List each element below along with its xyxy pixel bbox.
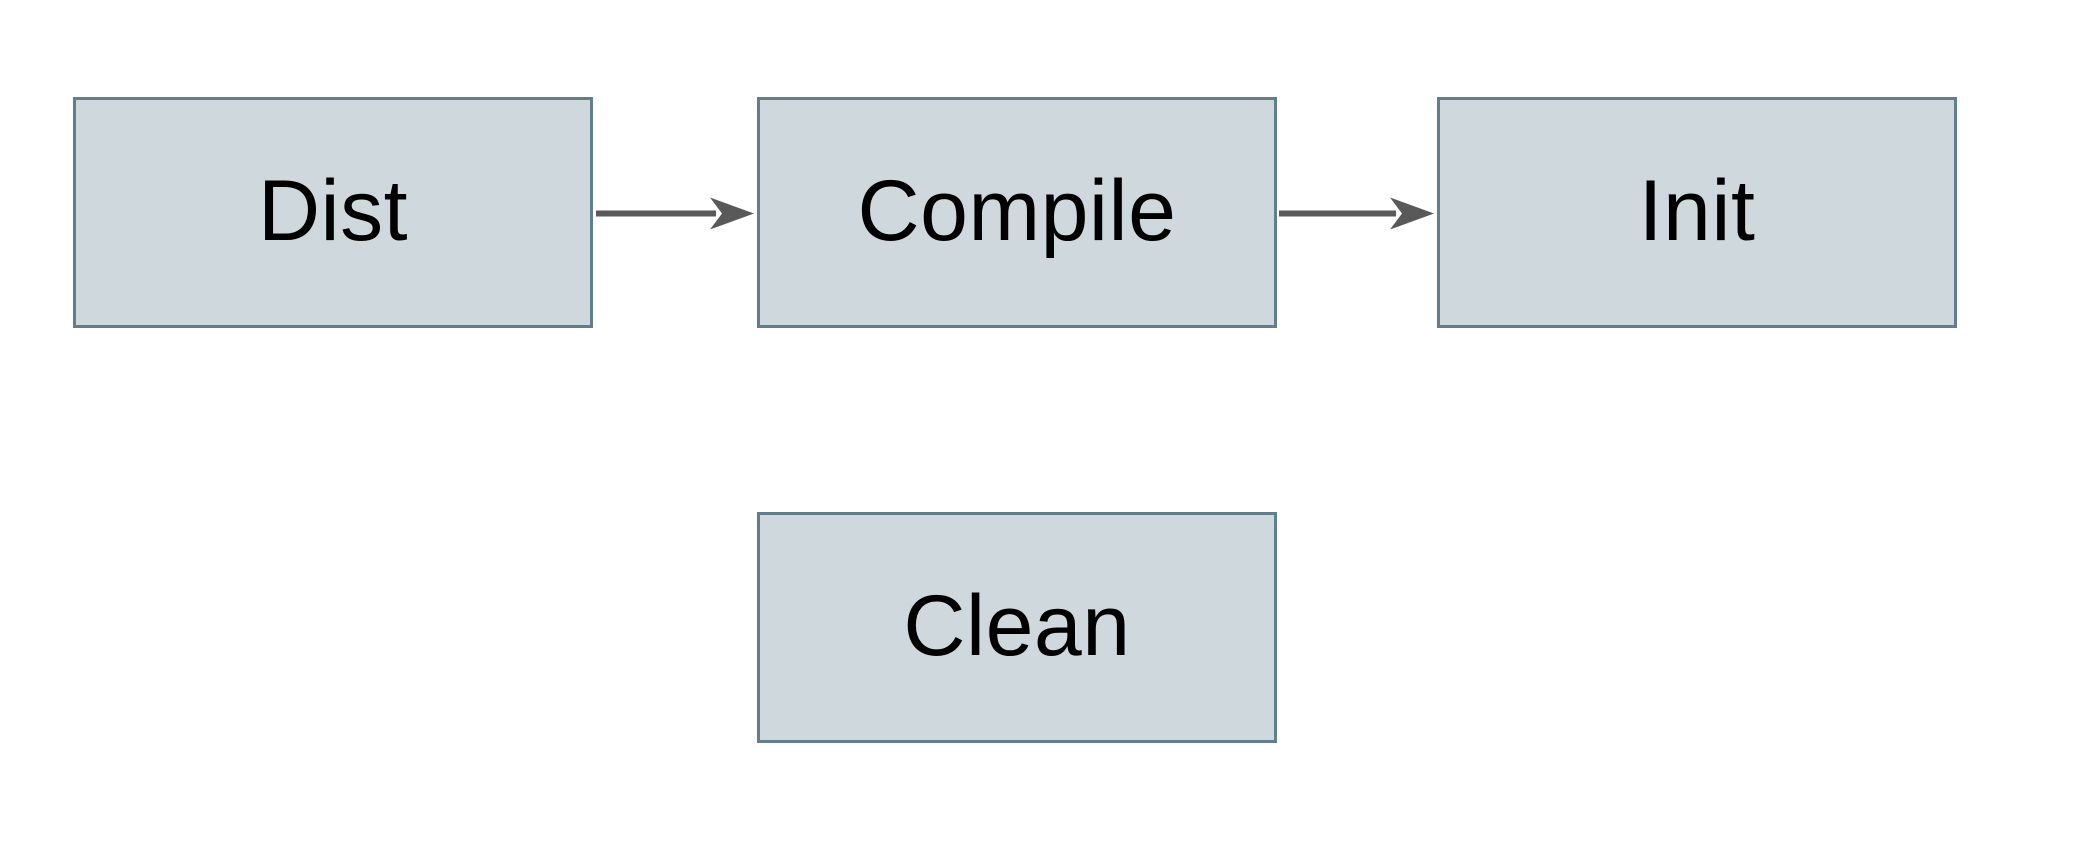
node-compile[interactable]: Compile (757, 97, 1277, 328)
node-dist[interactable]: Dist (73, 97, 593, 328)
arrowhead-icon (710, 197, 754, 230)
node-init-label: Init (1638, 162, 1756, 259)
arrow-compile-to-init[interactable] (1279, 197, 1434, 230)
node-init[interactable]: Init (1437, 97, 1957, 328)
node-dist-label: Dist (257, 162, 409, 259)
node-compile-label: Compile (857, 162, 1177, 259)
arrow-dist-to-compile[interactable] (596, 197, 754, 230)
arrowhead-icon (1390, 197, 1434, 230)
node-clean-label: Clean (903, 577, 1131, 674)
node-clean[interactable]: Clean (757, 512, 1277, 743)
